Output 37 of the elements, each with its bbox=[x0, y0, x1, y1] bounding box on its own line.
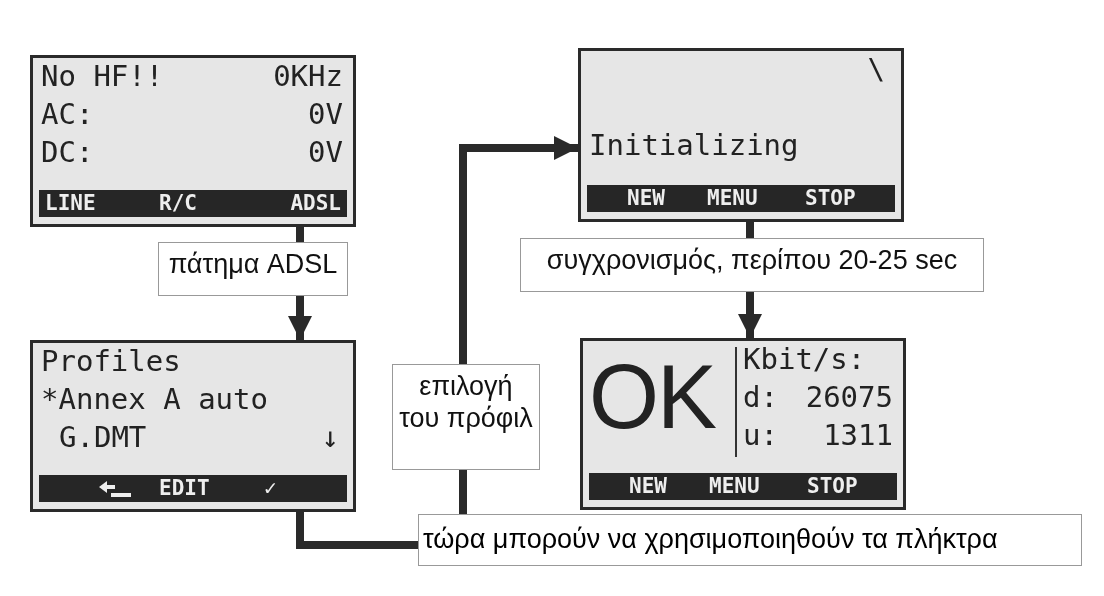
edge-label: επιλογή του πρόφιλ bbox=[392, 364, 540, 470]
softkey-label: NEW bbox=[629, 474, 667, 499]
softkey-label: ADSL bbox=[290, 191, 341, 216]
lcd-screen bbox=[30, 340, 356, 512]
screen-text: 1311 bbox=[823, 417, 893, 453]
softkey-label: MENU bbox=[707, 186, 758, 211]
screen-text: 26075 bbox=[805, 379, 893, 415]
screen-text: G.DMT bbox=[59, 419, 147, 455]
status-text: OK bbox=[589, 347, 716, 447]
softkey-label: ✓ bbox=[264, 476, 277, 501]
screen-text: Kbit/s: bbox=[743, 341, 866, 377]
lcd-screen bbox=[580, 338, 906, 510]
screen-text: ↓ bbox=[321, 419, 339, 455]
screen-text: Initializing bbox=[589, 127, 799, 163]
softkey-label: MENU bbox=[709, 474, 760, 499]
softkey-label: EDIT bbox=[159, 476, 210, 501]
note-text: τώρα μπορούν να χρησιμοποιηθούν τα πλήκτρα bbox=[418, 514, 1082, 566]
softkey-label: STOP bbox=[807, 474, 858, 499]
screen-text: 0V bbox=[308, 134, 343, 170]
lcd-screen bbox=[30, 55, 356, 227]
softkey-label: STOP bbox=[805, 186, 856, 211]
edge-label: συγχρονισμός, περίπου 20-25 sec bbox=[520, 238, 984, 292]
screen-text: AC: bbox=[41, 96, 94, 132]
screen-text: No HF!! bbox=[41, 58, 164, 94]
softkey-label: R/C bbox=[159, 191, 197, 216]
screen-text: d: bbox=[743, 379, 778, 415]
screen-text: DC: bbox=[41, 134, 94, 170]
screen-text: 0KHz bbox=[273, 58, 343, 94]
screen-text: *Annex A auto bbox=[41, 381, 268, 417]
screen-text: u: bbox=[743, 417, 778, 453]
lcd-screen bbox=[578, 48, 904, 222]
screen-text: \ bbox=[867, 51, 885, 87]
screen-text: 0V bbox=[308, 96, 343, 132]
screen-text: Profiles bbox=[41, 343, 181, 379]
softkey-label: NEW bbox=[627, 186, 665, 211]
edge-label: πάτημα ADSL bbox=[158, 242, 348, 296]
softkey-label: LINE bbox=[45, 191, 96, 216]
